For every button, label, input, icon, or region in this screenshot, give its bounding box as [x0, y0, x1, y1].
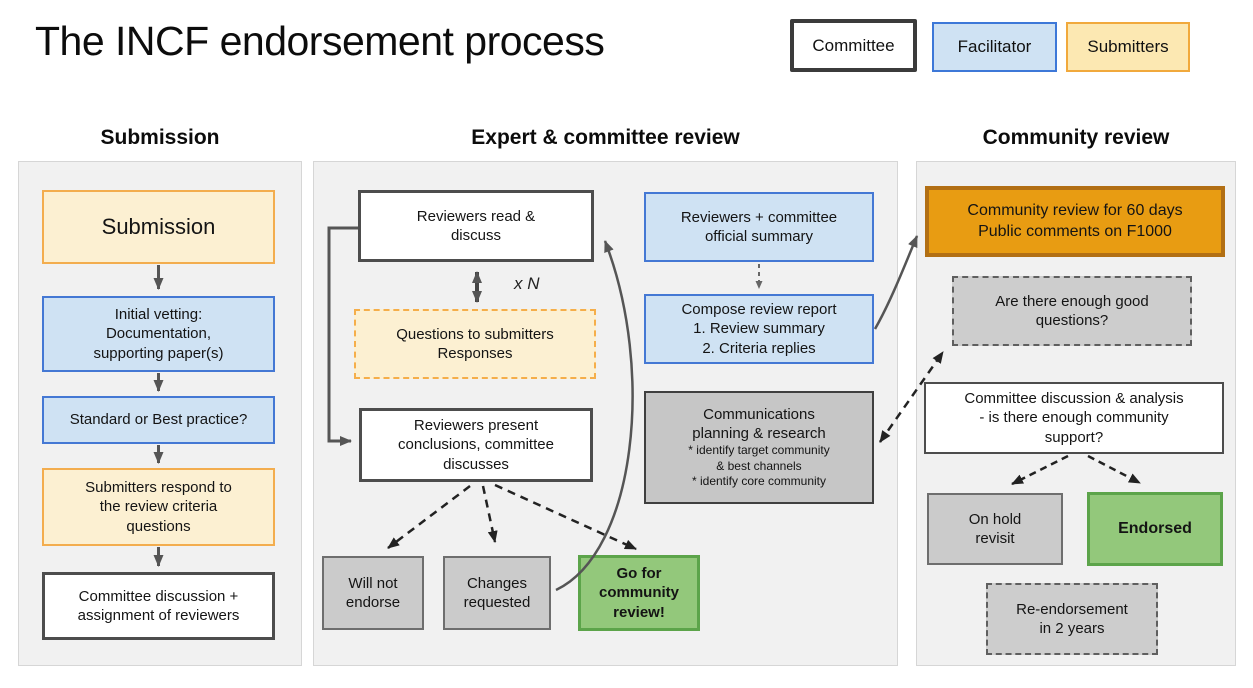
node-submission: Submission	[42, 190, 275, 264]
page-title: The INCF endorsement process	[35, 18, 605, 64]
node-enough-good-questions: Are there enough good questions?	[952, 276, 1192, 346]
node-initial-vetting: Initial vetting: Documentation, supporti…	[42, 296, 275, 372]
node-community-review-60-days: Community review for 60 days Public comm…	[925, 186, 1225, 257]
header-expert-review: Expert & committee review	[471, 126, 740, 149]
node-re-endorsement: Re-endorsement in 2 years	[986, 583, 1158, 655]
legend-submitters: Submitters	[1066, 22, 1190, 72]
node-go-for-community-review: Go for community review!	[578, 555, 700, 631]
node-committee-discussion-analysis: Committee discussion & analysis - is the…	[924, 382, 1224, 454]
node-reviewers-present-conclusions: Reviewers present conclusions, committee…	[359, 408, 593, 482]
node-submitters-respond: Submitters respond to the review criteri…	[42, 468, 275, 546]
node-reviewers-committee-summary: Reviewers + committee official summary	[644, 192, 874, 262]
communications-planning-details: * identify target community & best chann…	[688, 443, 830, 489]
node-compose-review-report: Compose review report 1. Review summary …	[644, 294, 874, 364]
node-standard-or-best-practice: Standard or Best practice?	[42, 396, 275, 444]
node-reviewers-read-discuss: Reviewers read & discuss	[358, 190, 594, 262]
header-submission: Submission	[100, 126, 220, 149]
legend-submitters-label: Submitters	[1087, 37, 1169, 56]
node-endorsed: Endorsed	[1087, 492, 1223, 566]
legend-facilitator: Facilitator	[932, 22, 1057, 72]
legend-committee-label: Committee	[812, 35, 895, 55]
node-changes-requested: Changes requested	[443, 556, 551, 630]
header-community-review: Community review	[982, 126, 1170, 149]
node-committee-discussion-assignment: Committee discussion + assignment of rev…	[42, 572, 275, 640]
node-on-hold-revisit: On hold revisit	[927, 493, 1063, 565]
node-will-not-endorse: Will not endorse	[322, 556, 424, 630]
legend-committee: Committee	[790, 19, 917, 72]
legend-facilitator-label: Facilitator	[957, 37, 1032, 56]
loop-count-label: x N	[514, 274, 540, 293]
node-questions-to-submitters: Questions to submitters Responses	[354, 309, 596, 379]
communications-planning-main: Communications planning & research	[692, 405, 826, 443]
node-communications-planning: Communications planning & research * ide…	[644, 391, 874, 504]
